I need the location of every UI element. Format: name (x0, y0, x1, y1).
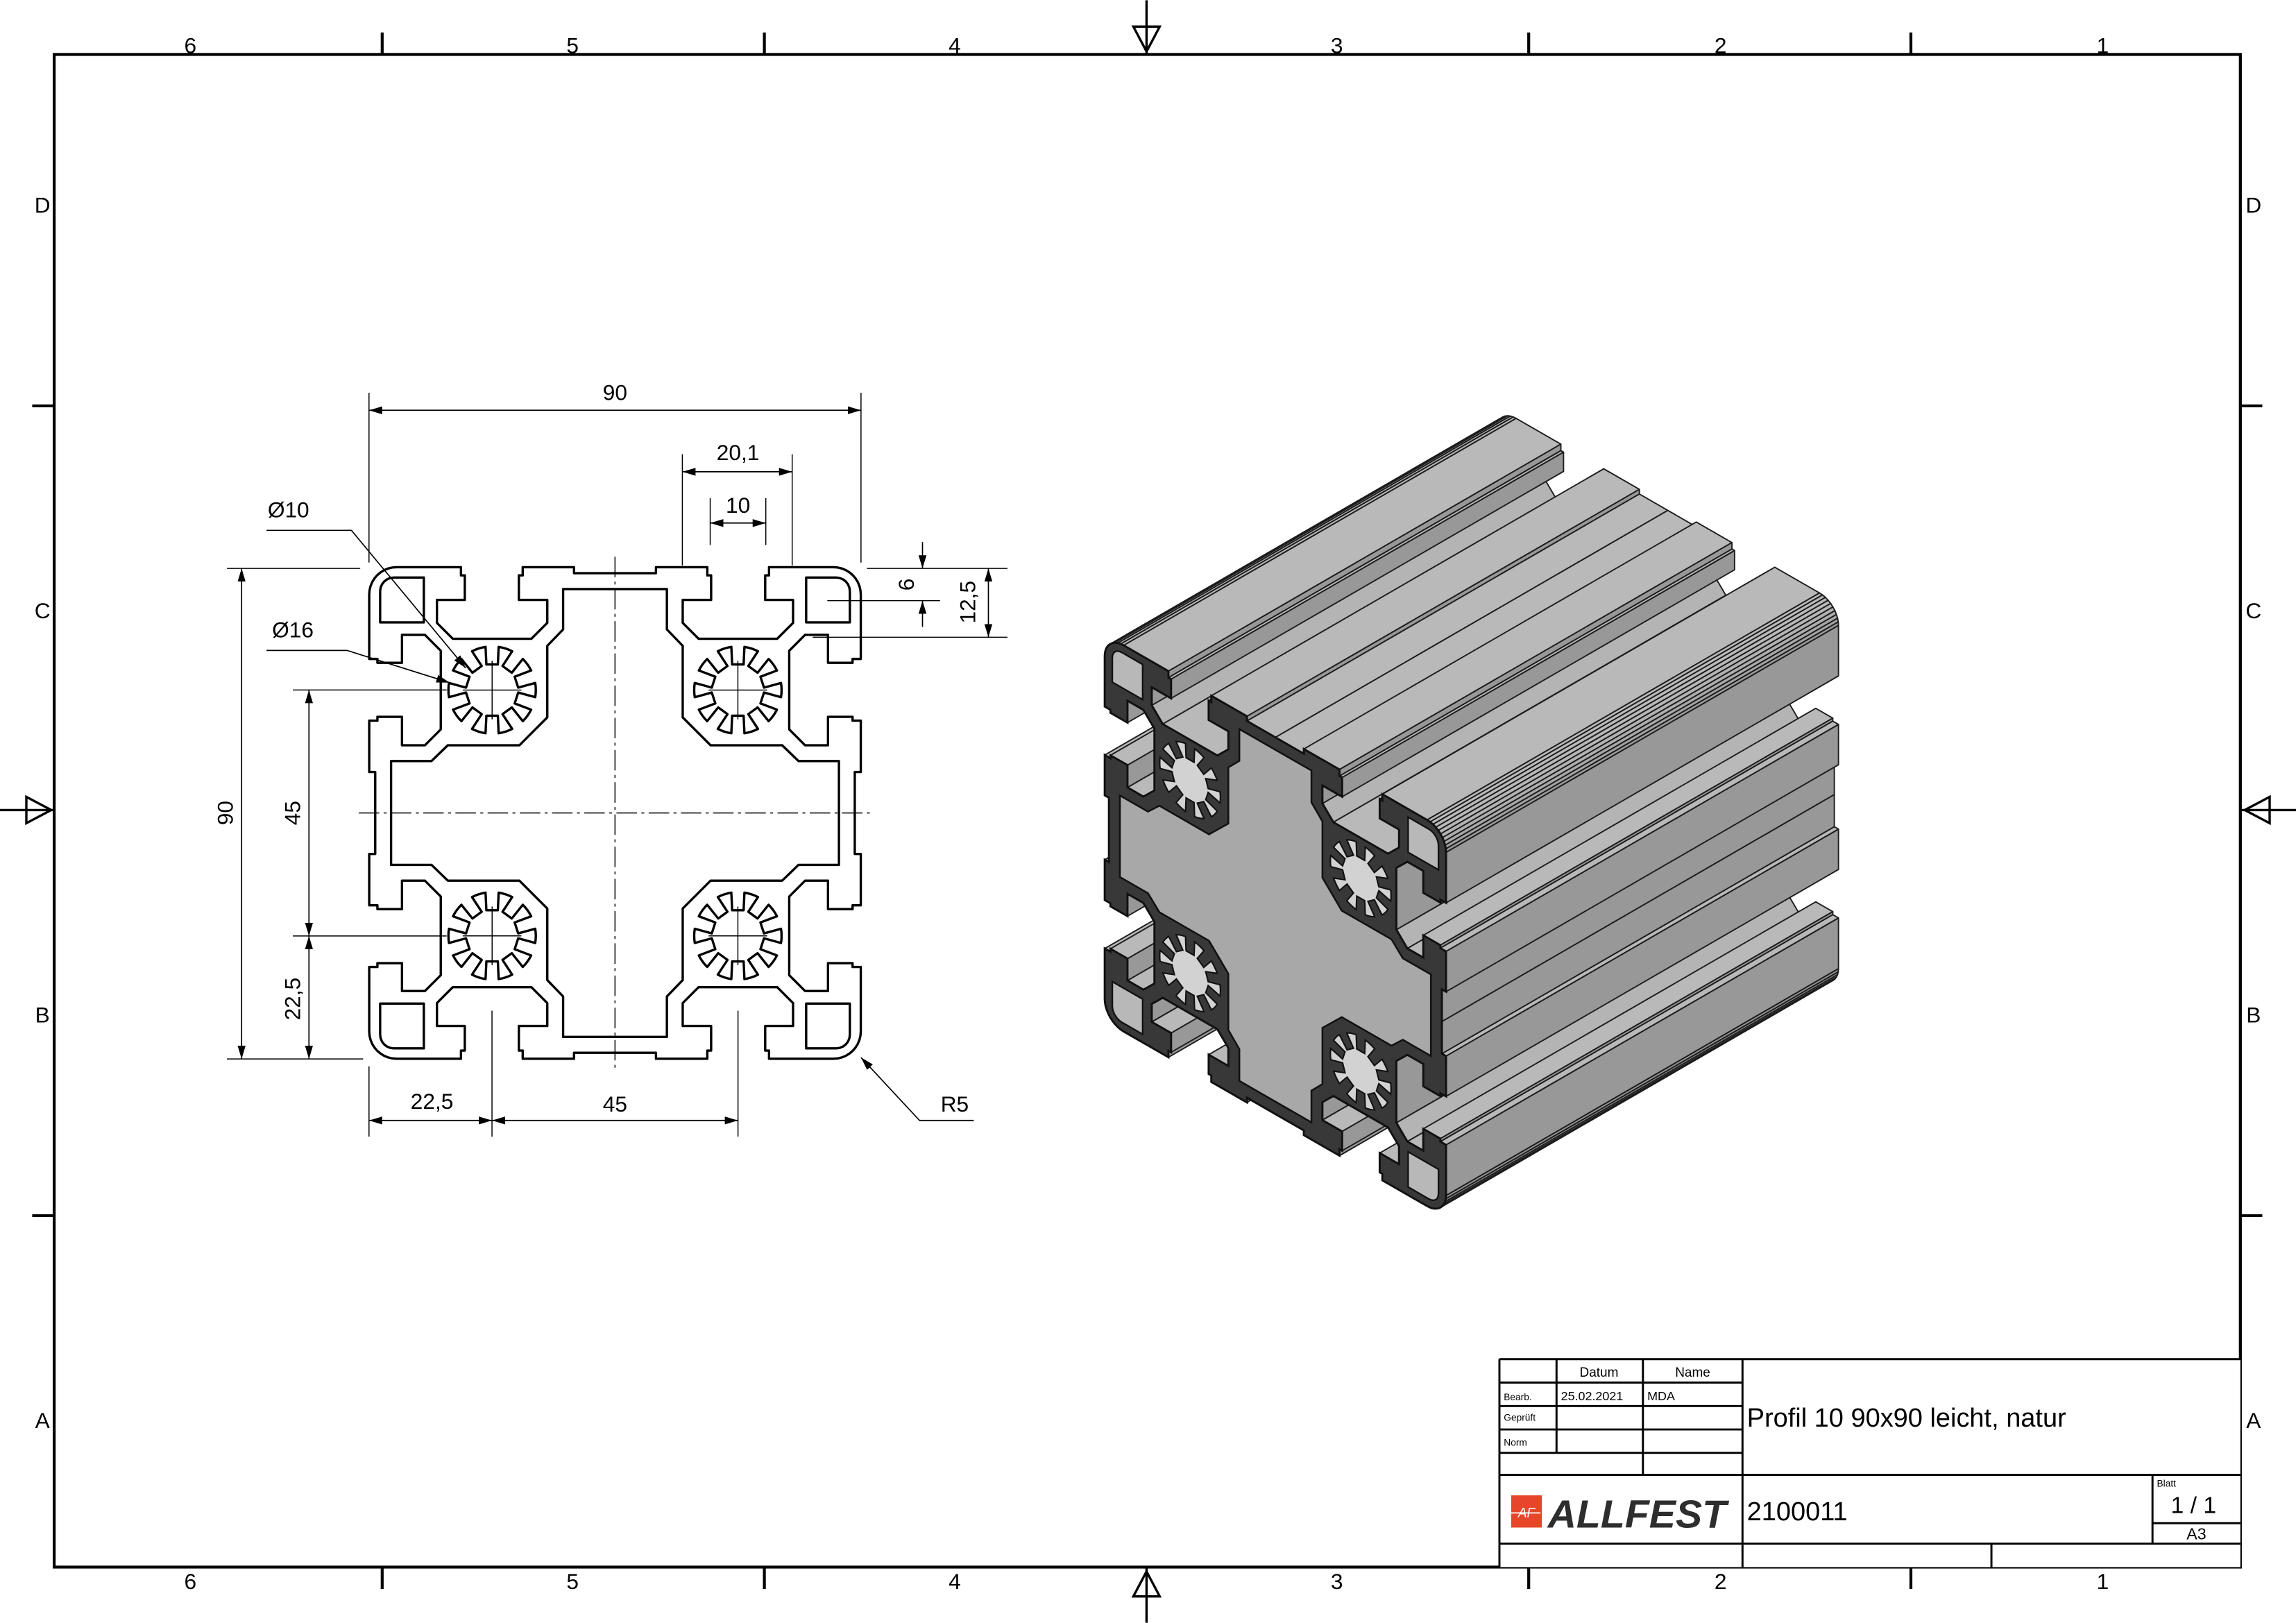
zone-col-5: 5 (566, 33, 579, 58)
zone-col-5-bottom: 5 (566, 1569, 579, 1594)
dim-core-pitch-45-v-label: 45 (280, 801, 305, 825)
drawing-number: 2100011 (1747, 1497, 1848, 1527)
drawn-name: MDA (1647, 1389, 1675, 1403)
sheet-value: 1 / 1 (2170, 1492, 2216, 1518)
row-label-drawn: Bearb. (1504, 1392, 1531, 1402)
dim-radius-r5: R5 (860, 1057, 974, 1121)
zone-col-4-bottom: 4 (949, 1569, 961, 1594)
zone-col-2: 2 (1715, 33, 1727, 58)
dim-height-90: 90 (213, 568, 364, 1060)
zone-col-1: 1 (2097, 33, 2109, 58)
logo-wordmark: ALLFEST (1547, 1492, 1730, 1536)
corner-cavity (805, 1002, 851, 1050)
paper-format: A3 (2186, 1524, 2206, 1543)
front-central-cavity (1119, 727, 1432, 1124)
core-bore (692, 891, 783, 980)
section-centerlines (359, 556, 870, 1073)
corner-cavity (379, 576, 425, 624)
drawing-title: Profil 10 90x90 leicht, natur (1747, 1404, 2066, 1433)
logo-mark-letters: AF (1517, 1506, 1536, 1521)
zone-col-3: 3 (1331, 33, 1343, 58)
dim-bore-16: Ø16 (266, 617, 450, 683)
front-corner-cavity (1111, 650, 1143, 702)
zone-labels: 6 5 4 3 2 1 6 5 4 3 2 1 D C B A D C B A (35, 33, 2261, 1594)
col-header-date: Datum (1580, 1366, 1619, 1380)
drawn-date: 25.02.2021 (1561, 1389, 1624, 1403)
zone-row-b: B (35, 1002, 50, 1027)
dim-slot-offset-12-5: 12,5 (955, 568, 993, 638)
dim-height-90-label: 90 (213, 801, 238, 825)
row-label-checked: Geprüft (1504, 1412, 1536, 1422)
zone-row-d: D (35, 192, 51, 217)
front-core-bore (1159, 933, 1221, 1013)
allfest-logo: AF ALLFEST (1508, 1492, 1730, 1536)
dim-radius-r5-label: R5 (941, 1091, 969, 1116)
dimensions: 90 20,1 10 6 12,5 90 (213, 380, 1007, 1137)
dim-core-offset-22-5-v-label: 22,5 (280, 978, 305, 1021)
dim-bore-10-label: Ø10 (268, 497, 309, 522)
dim-slot-depth-6-label: 6 (894, 579, 919, 591)
dim-slot-10-label: 10 (726, 493, 750, 518)
zone-row-a: A (35, 1408, 51, 1433)
profile-isometric-view (1103, 415, 1839, 1210)
zone-row-d-right: D (2245, 192, 2261, 217)
dim-bore-16-label: Ø16 (272, 617, 314, 642)
sheet-label: Blatt (2157, 1478, 2177, 1488)
core-bore (692, 645, 783, 735)
central-cavity (389, 588, 840, 1039)
dim-slot-10: 10 (709, 493, 767, 545)
corner-cavity (805, 576, 851, 624)
dim-slot-depth-6: 6 (813, 542, 1007, 638)
dim-bore-10: Ø10 (266, 497, 466, 669)
front-core-bore (1329, 1032, 1392, 1111)
row-label-norm: Norm (1504, 1437, 1527, 1447)
dim-bottom-horizontal: 22,5 45 (368, 1010, 739, 1137)
zone-col-2-bottom: 2 (1715, 1569, 1727, 1594)
dim-slot-offset-12-5-label: 12,5 (955, 581, 980, 624)
dim-width-90-label: 90 (603, 380, 627, 405)
title-block: Datum Name Bearb. Geprüft Norm 25.02.202… (1498, 1358, 2240, 1567)
col-header-name: Name (1675, 1366, 1710, 1380)
zone-col-6: 6 (185, 33, 197, 58)
dim-core-pitch-45-h-label: 45 (603, 1091, 627, 1116)
front-corner-cavity (1407, 815, 1440, 872)
zone-row-c-right: C (2245, 598, 2261, 623)
core-bore (447, 891, 537, 980)
zone-col-3-bottom: 3 (1331, 1569, 1343, 1594)
front-corner-cavity (1407, 1150, 1440, 1201)
front-core-bore (1159, 740, 1221, 819)
logo-mark (1511, 1495, 1542, 1528)
dim-core-offset-22-5-h-label: 22,5 (411, 1089, 454, 1114)
dim-width-90: 90 (368, 380, 862, 563)
zone-col-1-bottom: 1 (2097, 1569, 2109, 1594)
zone-row-a-right: A (2246, 1408, 2261, 1433)
dim-slot-20-1-label: 20,1 (717, 440, 760, 465)
corner-cavity (379, 1002, 425, 1050)
zone-col-4: 4 (949, 33, 961, 58)
zone-col-6-bottom: 6 (185, 1569, 197, 1594)
dim-slot-20-1: 20,1 (681, 440, 793, 566)
zone-row-b-right: B (2246, 1002, 2261, 1027)
front-core-bore (1329, 839, 1392, 918)
dim-core-pitch-45-v: 45 22,5 (280, 689, 447, 1060)
front-corner-cavity (1111, 980, 1143, 1036)
zone-ticks (32, 32, 2263, 1590)
zone-row-c: C (35, 598, 51, 623)
